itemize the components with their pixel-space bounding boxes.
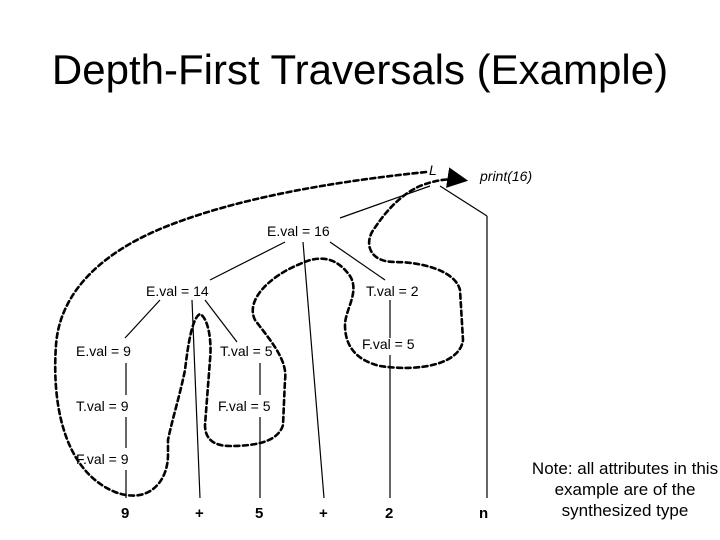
leaf-n: n [479,505,488,522]
leaf-plus-2: + [319,505,328,522]
edge-l-n [439,185,488,217]
leaf-9: 9 [121,505,129,522]
node-e-val-16: E.val = 16 [267,223,330,239]
print-action: print(16) [479,168,532,184]
leaf-plus-1: + [195,505,204,522]
traversal-path [53,167,469,497]
edge-e16-plus2 [302,241,325,499]
edge-e14-plus1 [191,299,201,499]
note-text: Note: all attributes in this example are… [531,459,719,520]
edge-e16-e14 [209,241,286,281]
node-f-val-5-left: F.val = 5 [218,398,271,414]
node-e-val-9: E.val = 9 [76,343,131,359]
node-e-val-14: E.val = 14 [146,283,209,299]
tree-edges [124,185,488,499]
edge-e14-t5 [204,299,238,343]
leaf-5: 5 [255,505,263,522]
print-argument: (16) [507,168,532,184]
edge-e16-t2 [329,241,386,281]
node-l: L [429,162,437,178]
slide-title: Depth-First Traversals (Example) [51,46,669,93]
node-f-val-9: F.val = 9 [76,451,129,467]
print-function: print [479,168,508,184]
leaf-2: 2 [385,505,393,522]
node-t-val-5: T.val = 5 [220,343,273,359]
node-t-val-2: T.val = 2 [366,283,419,299]
node-f-val-5-right: F.val = 5 [362,336,415,352]
edge-e14-e9 [124,299,161,339]
node-t-val-9: T.val = 9 [76,398,129,414]
edge-l-e16 [339,185,431,219]
